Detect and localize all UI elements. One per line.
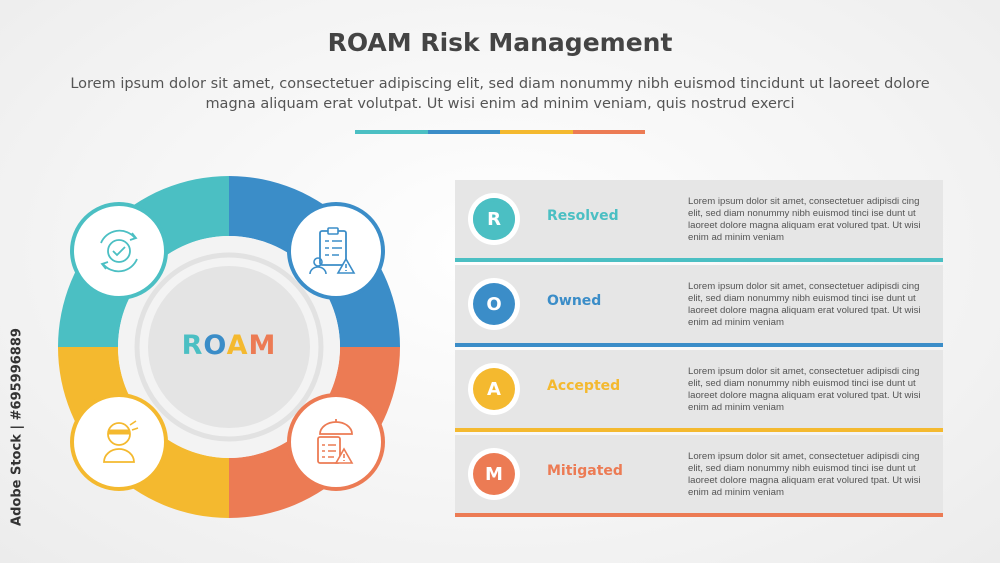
- center-letter-o: O: [203, 330, 227, 361]
- step-letter: A: [473, 368, 515, 410]
- roam-cycle-diagram: [58, 176, 400, 518]
- step-description: Lorem ipsum dolor sit amet, consectetuer…: [688, 196, 921, 244]
- step-description: Lorem ipsum dolor sit amet, consectetuer…: [688, 366, 921, 414]
- clipboard-risk-icon: [287, 202, 385, 300]
- step-badge: M: [468, 448, 520, 500]
- step-underline: [455, 513, 943, 517]
- step-label: Resolved: [547, 208, 619, 224]
- step-description: Lorem ipsum dolor sit amet, consectetuer…: [688, 451, 921, 499]
- center-inner-disc: [148, 266, 310, 428]
- step-letter: M: [473, 453, 515, 495]
- step-badge: R: [468, 193, 520, 245]
- divider-blue: [427, 130, 500, 134]
- title-divider: [355, 130, 645, 134]
- center-letter-m: M: [248, 330, 277, 361]
- step-letter: O: [473, 283, 515, 325]
- step-owned: O Owned Lorem ipsum dolor sit amet, cons…: [455, 265, 943, 347]
- divider-orange: [572, 130, 645, 134]
- page-title: ROAM Risk Management: [327, 28, 673, 57]
- divider-teal: [355, 130, 428, 134]
- thief-mask-icon: [70, 393, 168, 491]
- step-label: Owned: [547, 293, 602, 309]
- step-resolved: R Resolved Lorem ipsum dolor sit amet, c…: [455, 180, 943, 262]
- step-label: Mitigated: [547, 463, 623, 479]
- center-letter-r: R: [181, 330, 204, 361]
- divider-yellow: [500, 130, 573, 134]
- step-label: Accepted: [547, 378, 621, 394]
- step-badge: A: [468, 363, 520, 415]
- page-subtitle: Lorem ipsum dolor sit amet, consectetuer…: [70, 76, 930, 112]
- refresh-check-icon: [70, 202, 168, 300]
- center-ring-line: [134, 252, 324, 442]
- step-description: Lorem ipsum dolor sit amet, consectetuer…: [688, 281, 921, 329]
- center-letter-a: A: [226, 330, 249, 361]
- roam-center-label: ROAM: [129, 330, 329, 361]
- step-letter: R: [473, 198, 515, 240]
- step-accepted: A Accepted Lorem ipsum dolor sit amet, c…: [455, 350, 943, 432]
- step-underline: [455, 258, 943, 262]
- insurance-umbrella-icon: [287, 393, 385, 491]
- step-underline: [455, 428, 943, 432]
- step-mitigated: M Mitigated Lorem ipsum dolor sit amet, …: [455, 435, 943, 517]
- step-badge: O: [468, 278, 520, 330]
- step-underline: [455, 343, 943, 347]
